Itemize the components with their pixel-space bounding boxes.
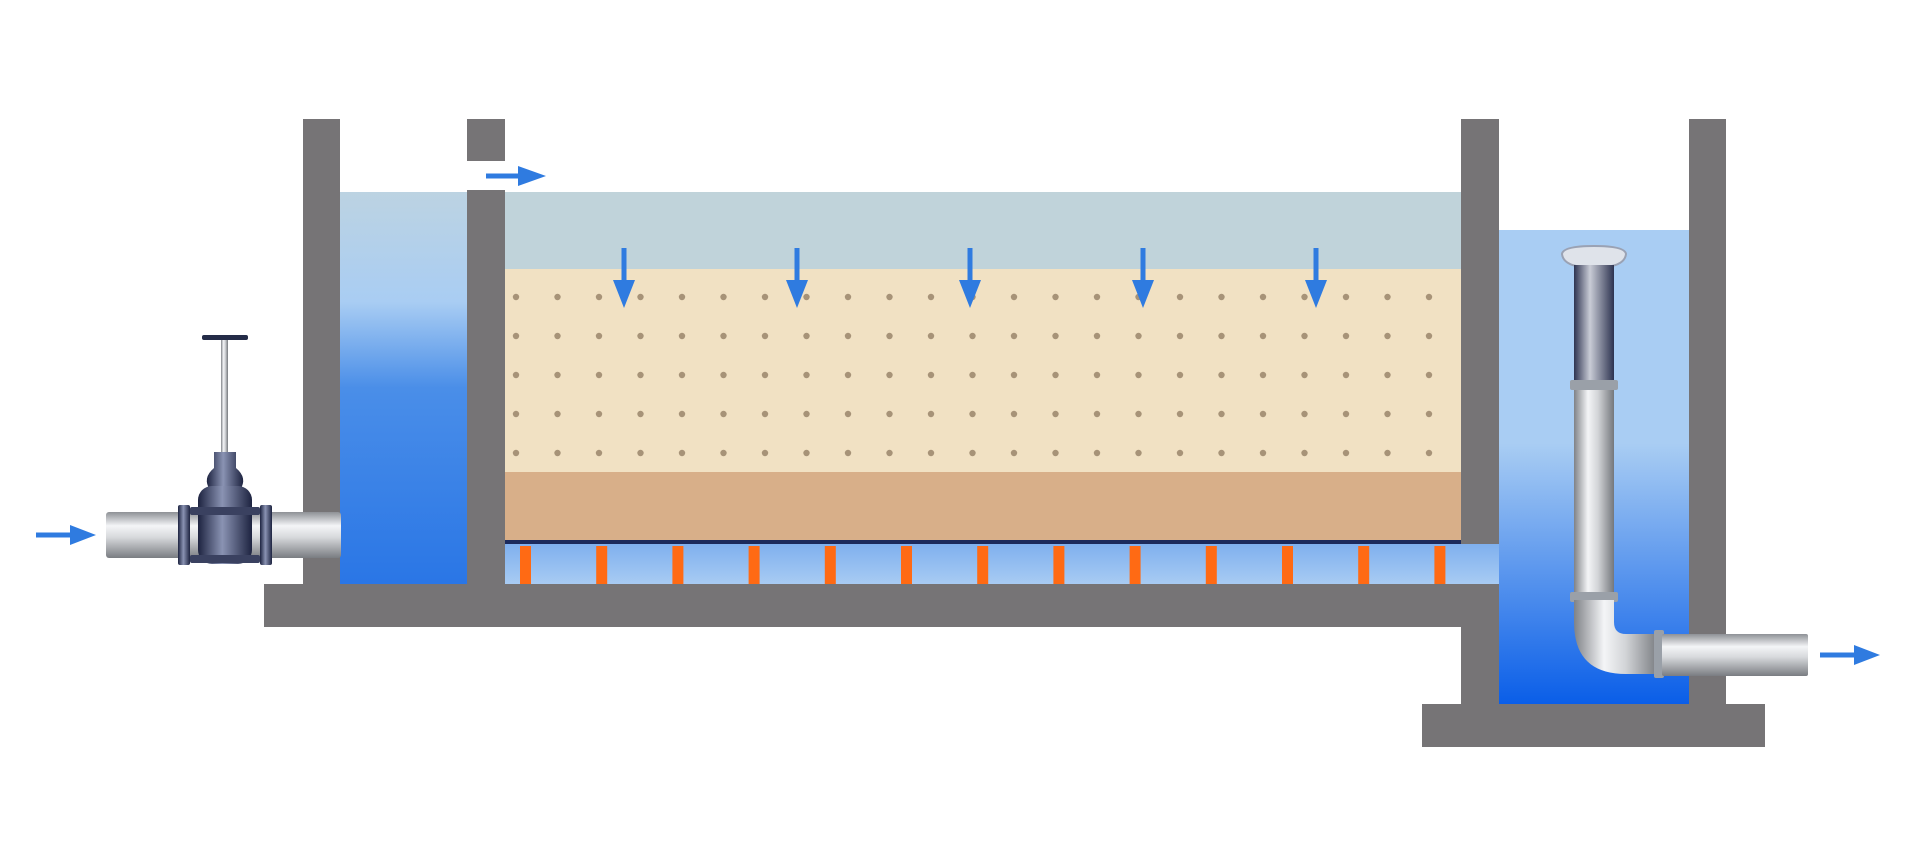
underdrain-nozzle [901,546,912,584]
weir-wall [467,190,505,584]
gate-valve-icon[interactable] [190,335,260,564]
underdrain-plate [505,540,1461,544]
underdrain-nozzle [1282,546,1293,584]
filter-right-wall [1461,119,1499,544]
underdrain-nozzle [824,546,836,584]
elbow-pipe [1574,600,1660,674]
underdrain-nozzle [977,546,989,584]
valve-handwheel[interactable] [202,335,248,340]
inlet-outer-wall [303,119,340,584]
underdrain-nozzle [1205,546,1217,584]
downflow-arrows [613,248,1327,308]
riser-lower [1574,390,1614,595]
inlet-arrow [36,525,96,545]
valve-bonnet [206,452,244,490]
sand-grains [505,269,1461,472]
underdrain-nozzle [520,546,531,584]
underdrain-nozzles [520,546,1446,584]
outlet-pipe [1662,634,1808,676]
riser-upper [1574,265,1614,383]
concrete-structure [264,119,1765,747]
downflow-arrow [786,248,808,308]
valve-stem [221,340,228,452]
coarse-gravel-layer [505,472,1461,542]
underdrain-nozzle [1129,546,1141,584]
outlet-right-wall [1689,119,1726,704]
downflow-arrow [613,248,635,308]
filter-floor-slab [264,584,1499,627]
downflow-arrow [959,248,981,308]
downflow-arrow [1305,248,1327,308]
outlet-riser-pipe [1560,244,1808,678]
underdrain-nozzle [672,546,684,584]
flow-arrows [36,166,1880,665]
outlet-floor-slab [1422,704,1765,747]
underdrain-nozzle [748,546,760,584]
underdrain-nozzle [1434,546,1446,584]
outlet-arrow [1820,645,1880,665]
valve-body [198,486,252,564]
overflow-arrow [486,166,546,186]
underdrain-nozzle [1053,546,1065,584]
underdrain-nozzle [1358,546,1370,584]
weir-wall-top-block [467,119,505,161]
riser-funnel [1560,244,1628,267]
inlet-chamber-water [340,192,467,584]
outlet-left-wall [1461,584,1499,704]
underdrain-water [505,544,1499,584]
supernatant-water-layer [505,192,1461,269]
underdrain-nozzle [596,546,608,584]
downflow-arrow [1132,248,1154,308]
